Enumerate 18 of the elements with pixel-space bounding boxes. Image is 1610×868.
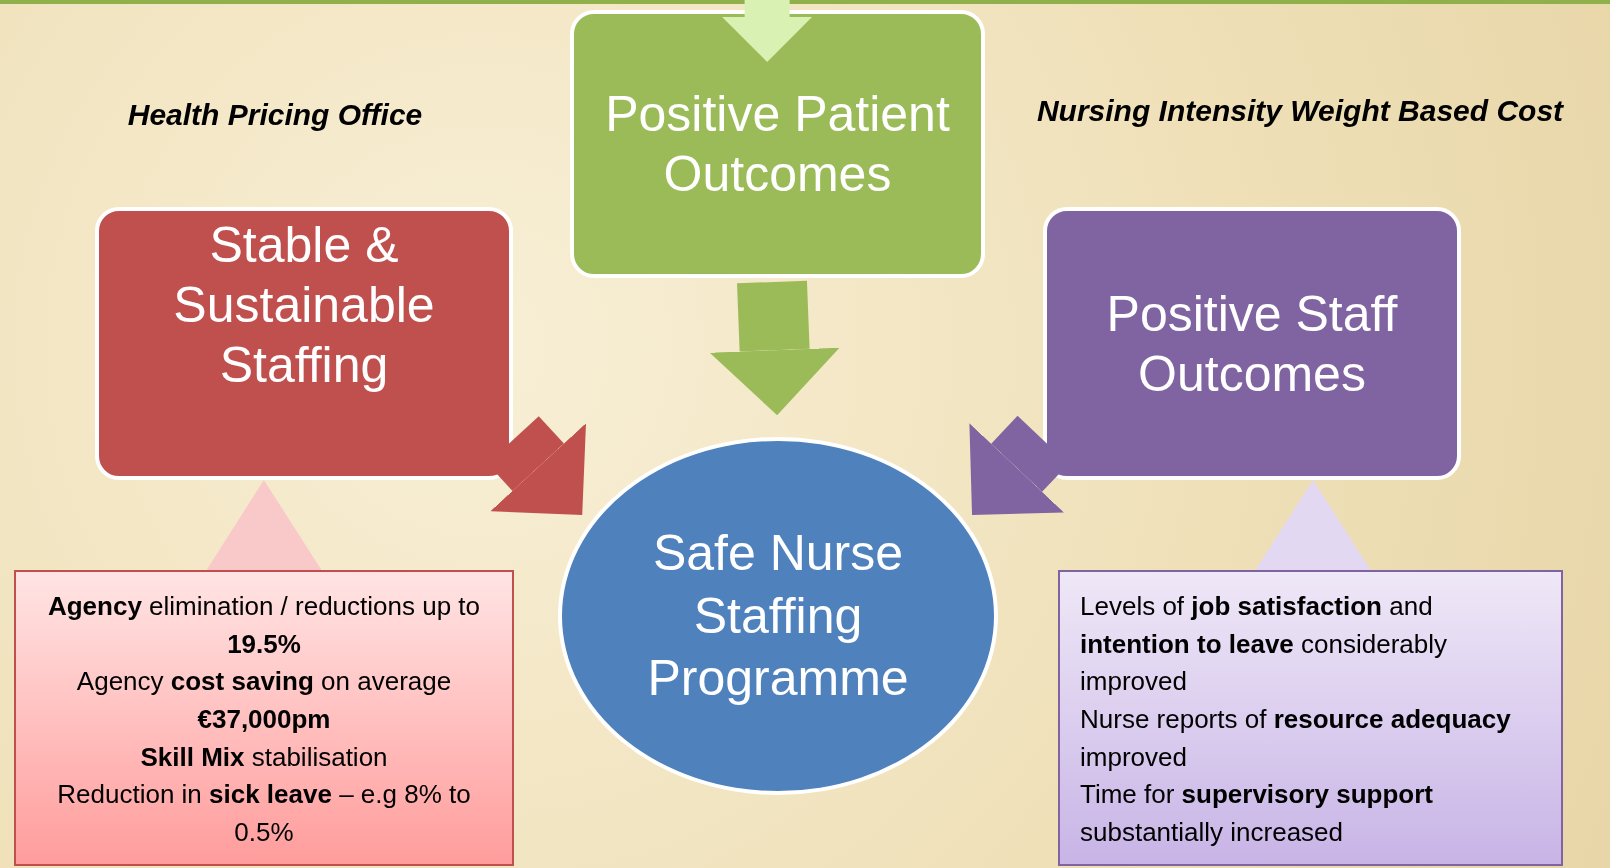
callout-pointer	[1255, 479, 1371, 571]
heading-label: Health Pricing Office	[126, 97, 424, 133]
callout-box	[14, 570, 514, 866]
block-arrow	[709, 280, 840, 417]
outcome-box	[95, 207, 513, 480]
block-arrow	[722, 0, 813, 62]
outcome-box	[1043, 207, 1461, 480]
outcome-box	[570, 10, 985, 278]
node-text: Reduction in sick leave – e.g 8% to 0.5%	[56, 778, 472, 850]
node-text: Time for supervisory support substantially increased	[1080, 778, 1434, 850]
node-text: Stable & Sustainable Staffing	[172, 216, 436, 395]
node-text: Positive Staff Outcomes	[1105, 284, 1399, 404]
callout-box	[1058, 570, 1563, 866]
heading-label: Nursing Intensity Weight Based Cost	[1035, 93, 1565, 129]
callout-pointer	[206, 479, 322, 571]
node-text: Skill Mix stabilisation	[140, 740, 388, 774]
node-text: Positive Patient Outcomes	[604, 85, 951, 204]
node-text: Safe Nurse Staffing Programme	[646, 524, 910, 709]
